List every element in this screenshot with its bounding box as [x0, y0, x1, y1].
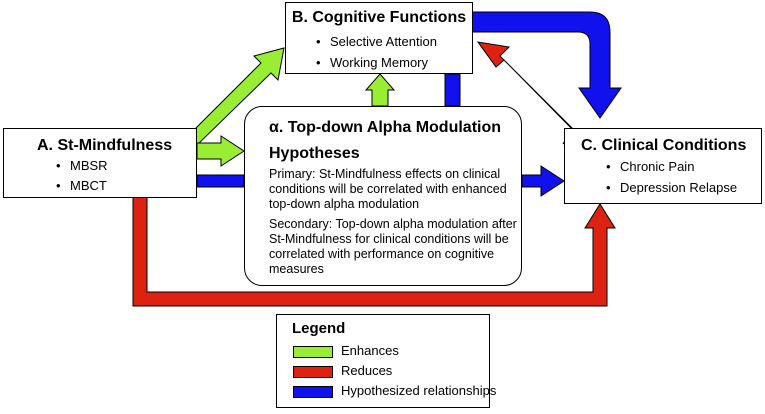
- cognitive-item-selective-attention: Selective Attention: [316, 34, 437, 50]
- legend-title: Legend: [292, 320, 346, 337]
- legend-swatch-enhances: [293, 346, 333, 358]
- alpha-modulation-title: α. Top-down Alpha Modulation: [269, 119, 502, 136]
- mindfulness-item-mbct: MBCT: [56, 178, 107, 194]
- cognitive-item-working-memory: Working Memory: [316, 55, 428, 71]
- legend-swatch-hypothesized: [293, 386, 333, 398]
- clinical-conditions-box: C. Clinical Conditions Chronic Pain Depr…: [564, 128, 762, 204]
- hypothesized-arrow-a-to-alpha: [196, 174, 245, 188]
- clinical-conditions-title: C. Clinical Conditions: [581, 137, 747, 154]
- legend-label-reduces: Reduces: [341, 363, 393, 378]
- clinical-item-chronic-pain: Chronic Pain: [606, 159, 694, 175]
- st-mindfulness-title: A. St-Mindfulness: [37, 137, 173, 154]
- enhances-arrow-a-to-alpha: [196, 135, 245, 167]
- cognitive-functions-title: B. Cognitive Functions: [291, 9, 467, 26]
- alpha-modulation-box: α. Top-down Alpha Modulation Hypotheses …: [244, 106, 522, 286]
- reduces-arrow-c-to-b: [476, 41, 576, 145]
- primary-hypothesis: Primary: St-Mindfulness effects on clini…: [269, 167, 507, 211]
- legend-label-enhances: Enhances: [341, 343, 399, 358]
- hypotheses-heading: Hypotheses: [269, 145, 360, 162]
- st-mindfulness-box: A. St-Mindfulness MBSR MBCT: [3, 128, 197, 198]
- clinical-item-depression-relapse: Depression Relapse: [606, 180, 737, 196]
- hypothesized-arrow-alpha-to-c: [521, 165, 565, 197]
- hypothesized-arrow-b-to-c: [471, 11, 622, 119]
- enhances-arrow-a-to-b: [195, 47, 285, 148]
- legend-swatch-reduces: [293, 366, 333, 378]
- mindfulness-item-mbsr: MBSR: [56, 158, 108, 174]
- secondary-hypothesis: Secondary: Top-down alpha modulation aft…: [269, 217, 517, 276]
- enhances-arrow-alpha-to-b: [364, 73, 396, 107]
- hypothesized-arrow-b-to-alpha: [444, 73, 461, 107]
- cognitive-functions-box: B. Cognitive Functions Selective Attenti…: [285, 2, 473, 74]
- legend-label-hypothesized: Hypothesized relationships: [341, 383, 497, 398]
- legend-box: Legend Enhances Reduces Hypothesized rel…: [276, 314, 496, 408]
- reduces-arrow-a-to-c: [132, 195, 616, 307]
